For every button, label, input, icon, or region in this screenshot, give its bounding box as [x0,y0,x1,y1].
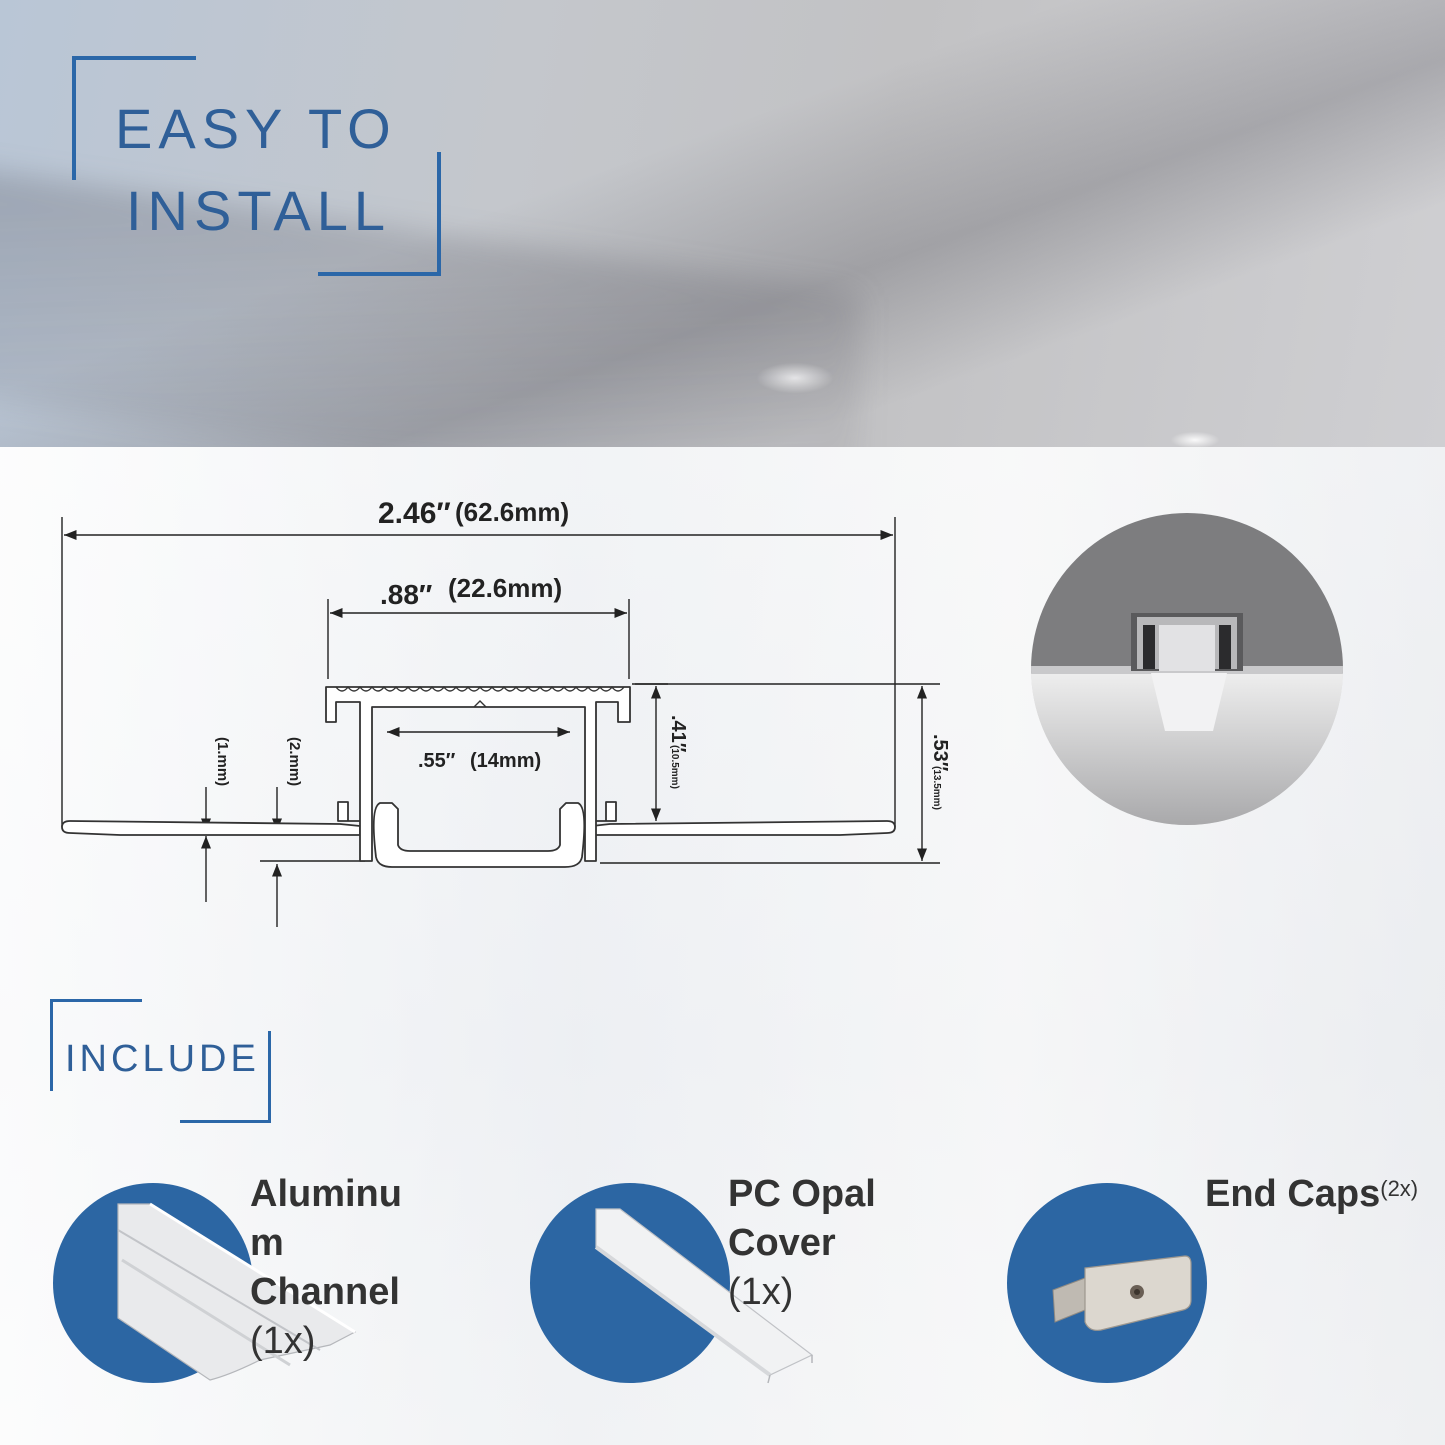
page-title-line2: INSTALL [126,179,392,242]
aluminum-channel-qty: (1x) [250,1320,316,1362]
opal-cover-illustration [594,1208,814,1384]
aluminum-channel-name-line1: Aluminu [250,1173,402,1215]
aluminum-channel-label: Aluminu m Channel (1x) [250,1170,402,1366]
opal-cover-name-line2: Cover [728,1222,836,1264]
opal-cover-qty: (1x) [728,1271,794,1313]
end-caps-name: End Caps [1205,1173,1381,1215]
include-frame-top [50,999,142,1002]
end-caps-qty: (2x) [1380,1176,1419,1201]
end-caps-label: End Caps(2x) [1205,1170,1418,1223]
page-title-line1: EASY TO [115,97,397,160]
overall-width-label: 2.46″ [378,497,451,530]
top-width-mm-label: (22.6mm) [448,573,562,603]
opal-cover-name-line1: PC Opal [728,1173,876,1215]
title-frame-left [72,56,76,180]
base-thickness-label: (2.mm) [286,737,303,786]
end-cap-illustration [1052,1255,1192,1331]
aluminum-channel-name-line3: Channel [250,1271,400,1313]
include-frame-left [50,999,53,1091]
total-height-label: .53″ [929,734,951,772]
aluminum-channel-illustration [117,1202,357,1381]
flange-thickness-label: (1.mm) [214,737,231,786]
inner-width-label: .55″ [418,750,456,772]
inner-height-mm-label: (10.5mm) [669,745,680,789]
aluminum-channel-name-line2: m [250,1222,284,1264]
inner-width-mm-label: (14mm) [470,750,541,772]
title-frame-right [437,152,441,276]
profile-diagram: 2.46″ (62.6mm) .88″ (22.6mm) .55″ (14mm)… [61,497,951,927]
hero-background [0,0,1445,524]
installed-profile-illustration [1031,513,1343,825]
include-title: INCLUDE [65,1038,260,1080]
total-height-mm-label: (13.5mm) [931,766,942,810]
inner-height-label: .41″ [667,715,689,753]
title-frame-top [72,56,196,60]
include-frame-bottom [180,1120,271,1123]
top-width-label: .88″ [380,579,432,610]
title-frame-bottom [318,272,441,276]
include-frame-right [268,1031,271,1123]
opal-cover-label: PC Opal Cover (1x) [728,1170,876,1317]
installed-profile-photo [1031,513,1343,825]
overall-width-mm-label: (62.6mm) [455,497,569,527]
